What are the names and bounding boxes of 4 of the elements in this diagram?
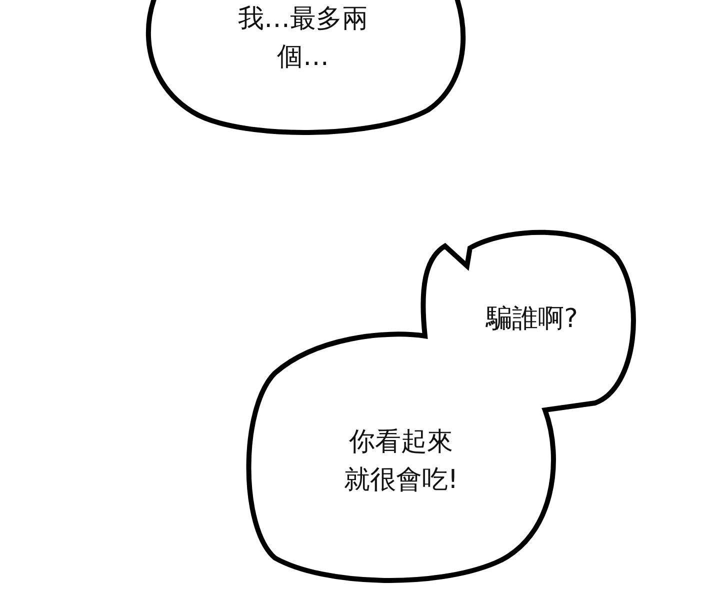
dialogue-text: 我…最多兩個…: [237, 3, 369, 74]
dialogue-text: 騙誰啊?: [484, 303, 579, 336]
speech-bubble: [245, 228, 635, 582]
dialogue-text: 你看起來就很會吃!: [342, 426, 460, 497]
